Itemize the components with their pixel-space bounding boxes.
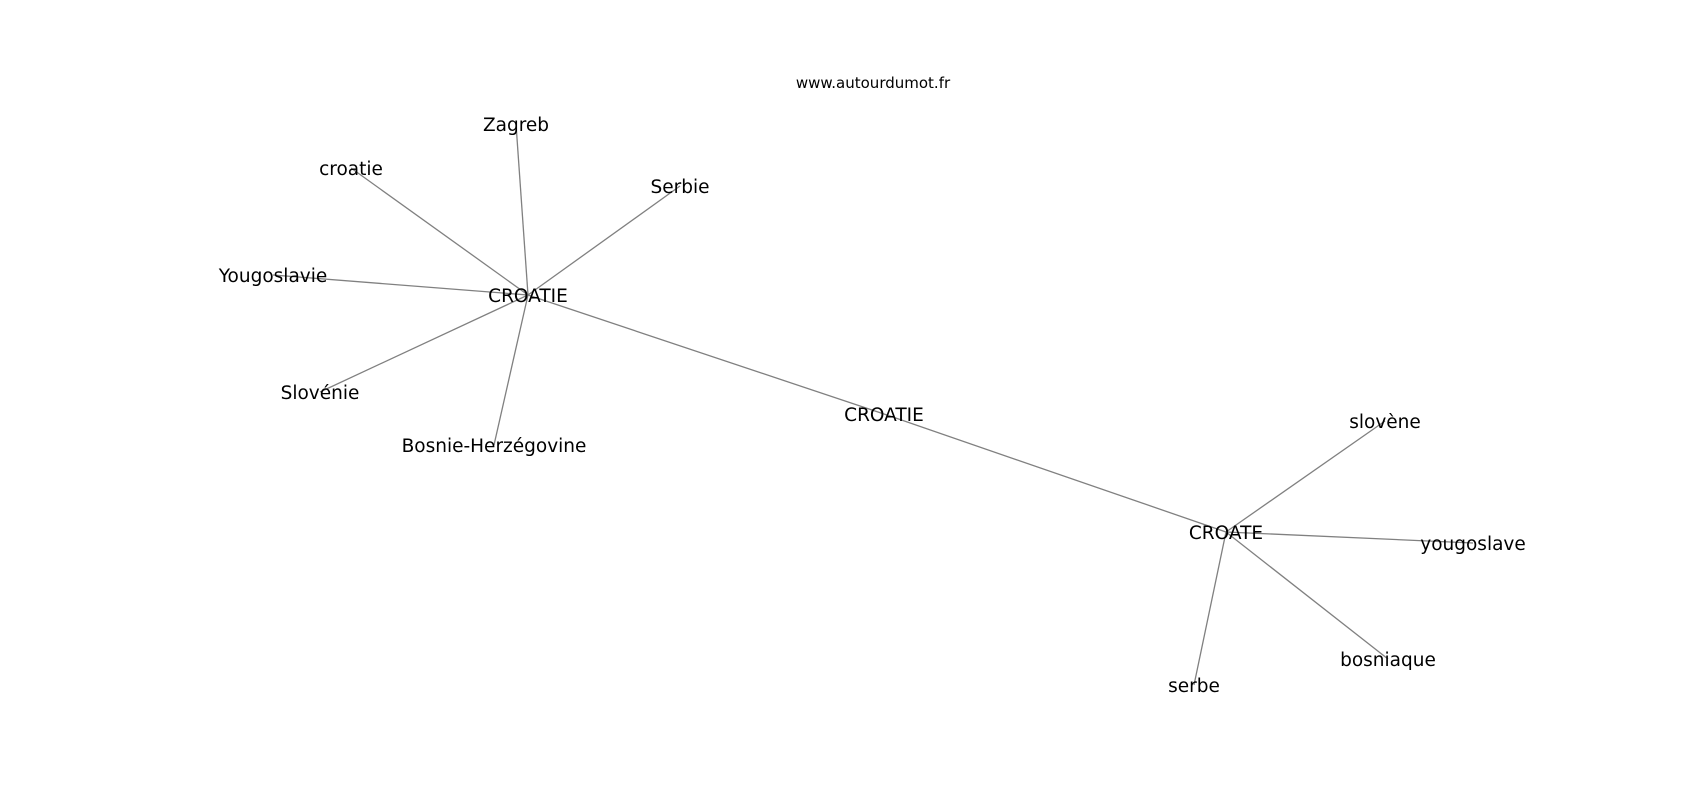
node-label-center[interactable]: CROATIE — [844, 405, 924, 426]
node-label-serbie[interactable]: Serbie — [651, 177, 710, 198]
edge-hub1-yougoslavie — [272, 274, 529, 296]
watermark-text: www.autourdumot.fr — [796, 74, 951, 92]
node-label-slovene[interactable]: slovène — [1349, 412, 1421, 433]
edge-hub1-slovenie — [319, 294, 529, 393]
edge-hub1-zagreb — [515, 123, 529, 296]
edge-hub2-yougoslave — [1225, 531, 1474, 544]
node-label-hub1[interactable]: CROATIE — [488, 286, 568, 307]
edge-center-hub2 — [883, 413, 1227, 533]
node-label-croatie[interactable]: croatie — [319, 159, 383, 180]
edge-center-hub1 — [527, 294, 885, 415]
node-layer: CROATIE CROATIE CROATE Zagreb croatieSerbieY… — [218, 115, 1526, 697]
edge-hub1-croatie — [350, 167, 529, 296]
edge-hub1-serbie — [527, 185, 681, 296]
node-label-hub2[interactable]: CROATE — [1189, 523, 1263, 544]
edge-hub2-bosniaque — [1225, 531, 1389, 660]
node-label-zagreb[interactable]: Zagreb — [483, 115, 549, 136]
edge-hub2-serbe — [1193, 531, 1227, 686]
node-label-bosnie[interactable]: Bosnie-Herzégovine — [402, 436, 587, 457]
edge-layer — [272, 123, 1474, 686]
node-label-bosniaque[interactable]: bosniaque — [1340, 650, 1436, 671]
node-label-serbe[interactable]: serbe — [1168, 676, 1220, 697]
node-label-yougoslavie[interactable]: Yougoslavie — [218, 266, 328, 287]
edge-hub2-slovene — [1225, 420, 1386, 533]
node-label-yougoslave[interactable]: yougoslave — [1420, 534, 1526, 555]
node-label-slovenie[interactable]: Slovénie — [281, 383, 360, 404]
edge-hub1-bosnie — [493, 294, 529, 446]
